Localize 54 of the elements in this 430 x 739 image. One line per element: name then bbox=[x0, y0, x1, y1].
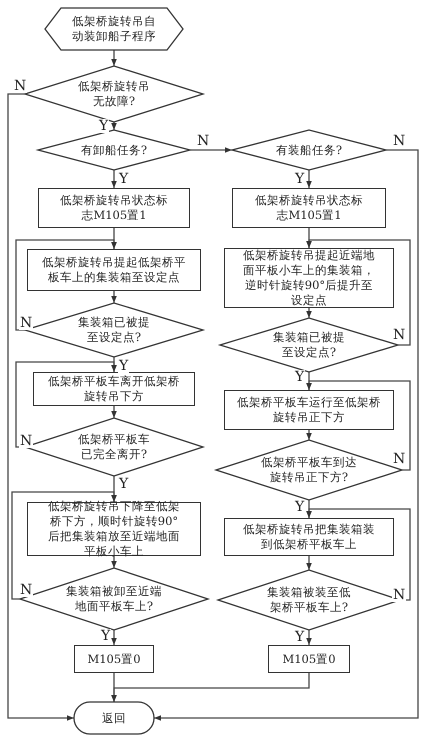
process-box: 低架桥旋转吊状态标志M105置1 bbox=[38, 188, 190, 228]
arrow bbox=[306, 508, 411, 601]
process-box: M105置0 bbox=[74, 645, 154, 673]
edge-label: N bbox=[19, 316, 34, 330]
edge-label: N bbox=[392, 328, 406, 342]
arrow bbox=[306, 429, 312, 440]
arrow bbox=[111, 555, 117, 568]
edge-label: Y bbox=[118, 359, 130, 373]
edge-label: N bbox=[19, 583, 34, 597]
arrow bbox=[111, 290, 117, 303]
process-box: 低架桥平板车离开低架桥旋转吊下方 bbox=[33, 372, 195, 406]
process-box: 低架桥旋转吊提起近端地面平板小车上的集装箱，逆时针旋转90°后提升至设定点 bbox=[224, 248, 394, 308]
edge-label: Y bbox=[118, 477, 130, 491]
arrow bbox=[111, 673, 310, 702]
edge-label: Y bbox=[294, 172, 306, 186]
arrow bbox=[306, 307, 312, 318]
arrow bbox=[111, 49, 117, 66]
arrow bbox=[15, 361, 117, 448]
arrow bbox=[15, 239, 117, 331]
process-box: 低架桥旋转吊下降至低架桥下方，顺时针旋转90°后把集装箱放至近端地面平板小车上 bbox=[27, 502, 201, 556]
edge-label: Y bbox=[294, 370, 306, 384]
end-terminal: 返回 bbox=[74, 702, 154, 734]
start-hexagon: 低架桥旋转吊自动装卸船子程序 bbox=[45, 8, 183, 50]
edge-label: N bbox=[196, 134, 210, 148]
arrow bbox=[189, 147, 232, 153]
process-box: 低架桥平板车运行至低架桥旋转吊正下方 bbox=[224, 390, 394, 430]
edge-label: N bbox=[13, 79, 28, 93]
arrow bbox=[111, 121, 117, 130]
arrow bbox=[306, 629, 312, 645]
decision-diamond: 有卸船任务? bbox=[38, 130, 190, 170]
arrow bbox=[111, 629, 117, 645]
edge-label: N bbox=[392, 588, 406, 602]
edge-label: Y bbox=[294, 630, 306, 644]
process-box: 低架桥旋转吊把集装箱装到低架桥平板车上 bbox=[224, 518, 394, 556]
process-box: M105置0 bbox=[268, 645, 350, 673]
arrow bbox=[111, 169, 117, 188]
arrow bbox=[111, 405, 117, 418]
arrow bbox=[306, 169, 312, 188]
arrow bbox=[306, 380, 411, 471]
edge-label: N bbox=[392, 134, 406, 148]
arrow bbox=[306, 555, 312, 570]
edge-label: N bbox=[392, 452, 406, 466]
edge-label: Y bbox=[98, 119, 110, 133]
edge-label: N bbox=[19, 434, 34, 448]
arrow bbox=[11, 491, 117, 600]
process-box: 低架桥旋转吊提起低架桥平板车上的集装箱至设定点 bbox=[27, 249, 201, 291]
decision-diamond: 有装船任务? bbox=[232, 130, 386, 170]
edge-label: Y bbox=[294, 500, 306, 514]
arrow bbox=[7, 93, 74, 721]
edge-label: Y bbox=[100, 629, 112, 643]
edge-label: Y bbox=[118, 172, 130, 186]
arrow bbox=[306, 239, 411, 346]
process-box: 低架桥旋转吊状态标志M105置1 bbox=[232, 188, 386, 228]
arrow bbox=[154, 149, 419, 721]
